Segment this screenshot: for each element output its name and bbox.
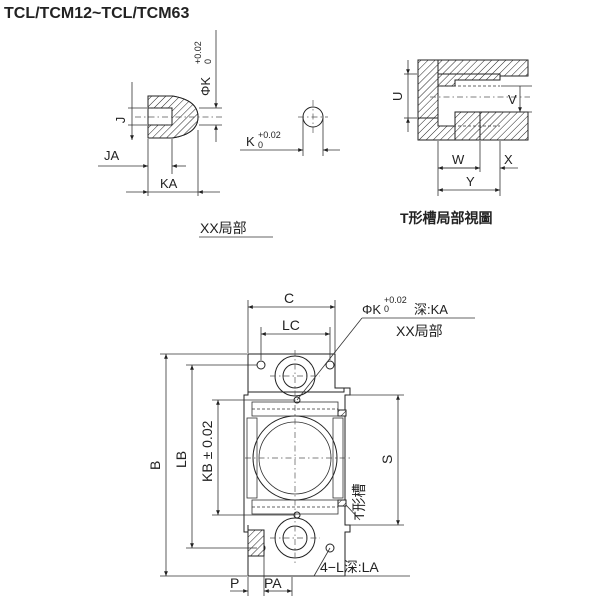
tslot-dim-w: W xyxy=(452,152,465,167)
xx-dim-ka: KA xyxy=(160,176,178,191)
callout-hole-tol-upper: +0.02 xyxy=(384,295,407,305)
drawing-title: TCL/TCM12~TCL/TCM63 xyxy=(4,5,189,22)
tslot-dim-u: U xyxy=(390,92,405,101)
tslot-detail-view: U V W X Y T形槽局部視圖 xyxy=(390,59,532,226)
xx-dim-k: K xyxy=(246,134,255,149)
main-body-outline xyxy=(243,353,351,577)
xx-dim-phi-k-tol-upper: +0.02 xyxy=(193,41,203,64)
xx-detail-view: J ΦK +0.02 0 JA KA K +0.02 0 XX局部 xyxy=(98,30,340,238)
main-dim-kb: KB ± 0.02 xyxy=(199,420,215,482)
callout-hole-tol-lower: 0 xyxy=(384,304,389,314)
xx-dim-j: J xyxy=(113,117,128,124)
callout-tapped-holes: 4−L深:LA xyxy=(320,559,379,575)
main-dim-p: P xyxy=(230,575,239,591)
main-view: C LC B LB KB ± 0.02 S P xyxy=(147,290,475,596)
callout-hole-depth: 深:KA xyxy=(414,302,448,317)
main-dim-pa: PA xyxy=(264,575,282,591)
tslot-dim-y: Y xyxy=(466,174,475,189)
callout-hole-phi-k: ΦK xyxy=(362,302,381,317)
xx-dim-phi-k-tol-lower: 0 xyxy=(203,59,213,64)
xx-detail-caption: XX局部 xyxy=(200,220,247,236)
xx-dim-ja: JA xyxy=(104,148,120,163)
tslot-dim-v: V xyxy=(508,92,517,107)
main-dim-lc: LC xyxy=(282,317,300,333)
main-upper-bore xyxy=(274,355,316,397)
main-dim-s: S xyxy=(379,455,395,464)
tslot-detail-caption: T形槽局部視圖 xyxy=(400,210,493,226)
xx-dim-k-tol-upper: +0.02 xyxy=(258,130,281,140)
main-lower-bore xyxy=(274,517,316,559)
xx-dim-phi-k: ΦK xyxy=(198,77,213,96)
main-dim-b: B xyxy=(147,461,163,470)
callout-tslot: T形槽 xyxy=(351,483,367,520)
main-dim-c: C xyxy=(284,290,294,306)
callout-xx-detail: XX局部 xyxy=(396,323,443,339)
main-dim-lb: LB xyxy=(173,451,189,468)
xx-dim-k-tol-lower: 0 xyxy=(258,140,263,150)
tslot-dim-x: X xyxy=(504,152,513,167)
